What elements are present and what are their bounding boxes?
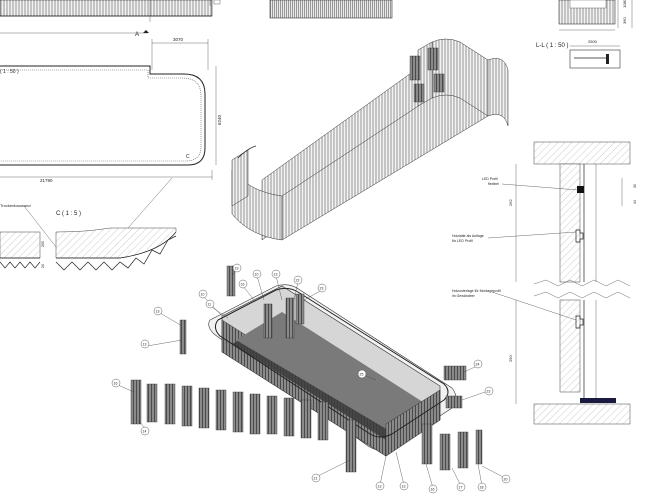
- callout-10b: 10: [201, 293, 205, 297]
- callout-19: 19: [235, 267, 239, 271]
- elevation-strip-middle: [269, 0, 393, 19]
- dim-c-h2: 20: [41, 264, 45, 268]
- dim-ll-width: 2500: [588, 39, 598, 44]
- callout-13d: 13: [378, 485, 382, 489]
- isometric-assembly: [231, 38, 509, 241]
- callout-22: 22: [296, 279, 300, 283]
- callout-16c: 16: [431, 488, 435, 492]
- callout-24: 24: [476, 363, 480, 367]
- callout-13a: 13: [156, 310, 160, 314]
- section-ll-title: L-L ( 1 : 50 ): [536, 43, 568, 49]
- annotation-led-line2: flexibel: [488, 182, 499, 186]
- plan-label: ( 1 : 50 ): [0, 69, 19, 75]
- elevation-strip-right: 1080 360: [558, 0, 633, 31]
- dim-ll-h2: 360: [622, 17, 627, 24]
- callout-18: 18: [480, 486, 484, 490]
- dim-plan-length: 21790: [40, 178, 53, 183]
- detail-c: Trockenbauwand C ( 1 : 5 ) 200 20: [0, 177, 177, 271]
- callout-23a: 23: [320, 287, 324, 291]
- callout-21: 21: [314, 477, 318, 481]
- dim-ll-h1: 1080: [622, 0, 627, 8]
- callout-13b: 13: [143, 343, 147, 347]
- annotation-mount-line2: im Gewändeer: [452, 294, 476, 298]
- callout-25: 25: [360, 373, 364, 377]
- annotation-led-line1: LED Profil: [482, 177, 498, 181]
- dim-aa-h4: 250: [508, 355, 513, 362]
- callout-13e: 13: [402, 485, 406, 489]
- section-aa: 262 30 44 250 LED Profil flexibel Holzla…: [452, 141, 637, 425]
- annotation-led-support: Holzlatte als Auflage für LED Profil: [452, 234, 485, 243]
- callout-23b: 23: [487, 390, 491, 394]
- section-a-marker: A: [135, 32, 139, 38]
- callout-17: 17: [459, 486, 463, 490]
- section-ll: L-L ( 1 : 50 ) 2500: [536, 39, 621, 69]
- callout-11: 11: [208, 303, 212, 307]
- annotation-mount-line1: Holzunterlage für Montageprofil: [452, 289, 501, 293]
- dim-plan-height: 6240: [217, 114, 222, 125]
- callout-16b: 16: [241, 283, 245, 287]
- callout-20: 20: [504, 478, 508, 482]
- annotation-led-support-line1: Holzlatte als Auflage: [452, 234, 484, 238]
- detail-c-marker: C: [186, 154, 190, 160]
- annotation-led-support-line2: für LED Profil: [452, 239, 473, 243]
- dim-aa-h1: 262: [508, 199, 513, 206]
- callout-14: 14: [143, 430, 147, 434]
- annotation-led: LED Profil flexibel: [482, 177, 499, 186]
- annotation-mount: Holzunterlage für Montageprofil im Gewän…: [452, 289, 502, 298]
- dim-aa-h3: 44: [633, 200, 637, 204]
- detail-c-title: C ( 1 : 5 ): [56, 211, 81, 217]
- plan-view: A 3070 ( 1 : 50 ) C 6240 21790: [0, 30, 222, 183]
- callout-13c: 13: [274, 273, 278, 277]
- elevation-strip-left: [0, 0, 221, 22]
- exploded-view: 13 13 16 14 19 16 10 13 22 23 10 11 25: [111, 263, 511, 494]
- dim-aa-h2: 30: [633, 184, 637, 188]
- callout-16a: 16: [114, 382, 118, 386]
- dim-c-h1: 200: [41, 241, 45, 247]
- callout-10: 10: [255, 273, 259, 277]
- annotation-wall: Trockenbauwand: [0, 203, 31, 208]
- dim-plan-width: 3070: [173, 37, 184, 42]
